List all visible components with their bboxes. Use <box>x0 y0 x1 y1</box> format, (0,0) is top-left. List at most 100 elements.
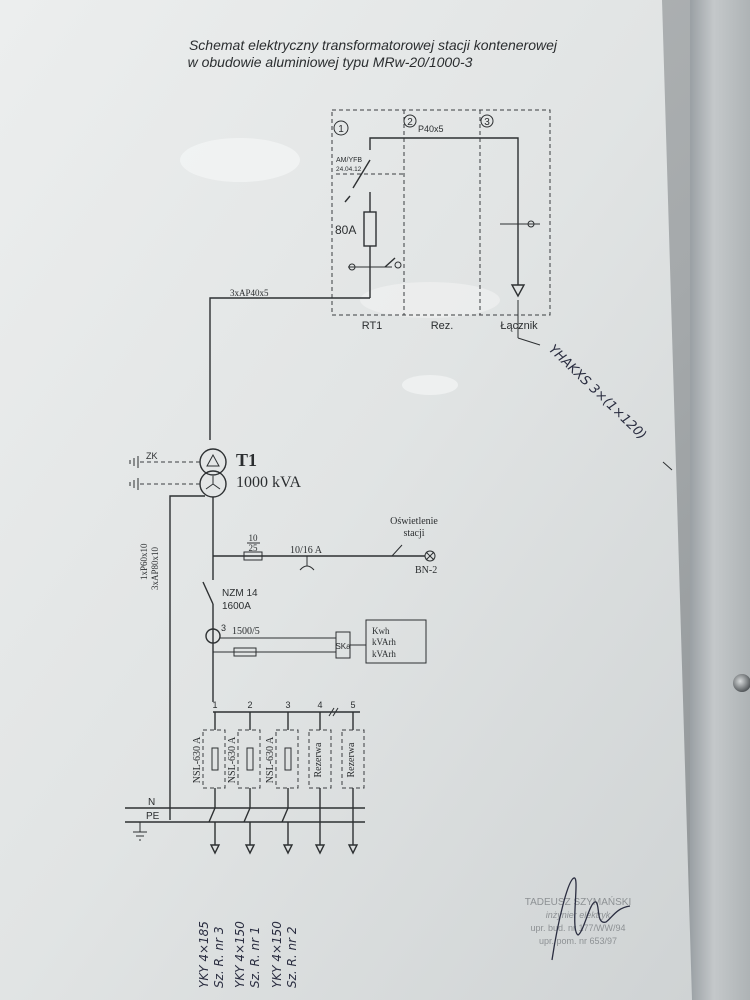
lighting-fuse <box>243 551 263 561</box>
feeder-device: Rezerwa <box>346 742 357 778</box>
feeder-device: NSL-630 A <box>227 736 238 783</box>
field-number-3: 3 <box>480 114 494 128</box>
paper-sheet <box>0 0 692 1000</box>
meter-kvarh-2: kVArh <box>372 649 396 659</box>
lighting-label-1: Oświetlenie <box>390 516 438 527</box>
feeder-device: NSL-630 A <box>265 736 276 783</box>
feeder-device: Rezerwa <box>313 742 324 778</box>
svg-text:YKY 4×150: YKY 4×150 <box>270 921 284 988</box>
pe-bar-label-2: 3xAP80x10 <box>150 546 160 590</box>
svg-text:Sz. R. nr 3: Sz. R. nr 3 <box>212 927 226 989</box>
feeder-2: 2 NSL-630 A <box>227 700 261 855</box>
mv-switchgear-frame <box>331 109 551 316</box>
svg-text:Sz. R. nr 1: Sz. R. nr 1 <box>248 927 262 989</box>
cable-label-1: YKY 4×185 Sz. R. nr 3 <box>197 921 226 988</box>
ground-icon <box>129 478 139 490</box>
field-number-1: 1 <box>333 120 349 136</box>
delta-symbol <box>206 453 220 467</box>
ska-label: SKa <box>335 642 351 651</box>
feeder-5: 5 Rezerwa <box>341 700 365 855</box>
glare <box>360 282 500 318</box>
feed-busbar-label: 3xAP40x5 <box>230 288 269 298</box>
cable-label-3: YKY 4×150 Sz. R. nr 2 <box>270 921 299 988</box>
feeder-number: 5 <box>350 700 355 710</box>
feeder-number: 2 <box>247 700 252 710</box>
main-breaker-blade <box>202 581 214 605</box>
star-symbol <box>205 483 214 490</box>
lighting-switch <box>391 544 403 557</box>
feeder-number: 3 <box>285 700 290 710</box>
feeder-1: 1 NSL-630 A <box>192 700 226 855</box>
voltage-indicator <box>348 263 356 271</box>
earthing-contact <box>344 195 351 203</box>
fraction-top: 10 <box>249 533 259 543</box>
field-label-rt1: RT1 <box>362 320 383 332</box>
earth-switch <box>384 257 396 268</box>
fuse-label: 80A <box>335 223 356 237</box>
mv-busbar <box>369 137 519 285</box>
transformer-feed <box>209 297 370 440</box>
engineer-stamp: TADEUSZ SZYMAŃSKI inżynier elektryk upr.… <box>525 895 632 946</box>
current-transformer <box>205 628 221 644</box>
title-line-2: w obudowie aluminiowej typu MRw-20/1000-… <box>188 54 473 70</box>
meter-box <box>365 619 427 664</box>
transformer-name: T1 <box>236 450 257 470</box>
svg-text:2: 2 <box>407 117 413 128</box>
feeder-number: 4 <box>317 700 322 710</box>
ct-count: 3 <box>221 623 226 633</box>
ground-icon <box>129 456 139 468</box>
lamp-icon <box>424 550 436 562</box>
svg-text:YKY 4×150: YKY 4×150 <box>233 921 247 988</box>
stamp-line-4: upr. pom. nr 653/97 <box>539 936 617 946</box>
feeder-3: 3 NSL-630 A <box>265 700 299 855</box>
stamp-name: TADEUSZ SZYMAŃSKI <box>525 895 632 908</box>
earth-switch-pivot <box>394 261 402 269</box>
field-number-2: 2 <box>403 114 417 128</box>
busbar-tick <box>328 707 335 717</box>
neutral-label: N <box>148 797 155 808</box>
screw-head <box>733 674 750 692</box>
switch-code: 24.04.12 <box>336 166 362 173</box>
field-label-rez: Rez. <box>431 320 454 332</box>
glare <box>402 375 458 395</box>
title-line-1: Schemat elektryczny transformatorowej st… <box>189 37 558 53</box>
lamp-label: BN-2 <box>415 565 437 576</box>
svg-text:1: 1 <box>338 124 344 135</box>
star-symbol <box>212 483 221 490</box>
svg-text:Sz. R. nr 2: Sz. R. nr 2 <box>285 927 299 989</box>
main-breaker-type: NZM 14 <box>222 588 258 599</box>
pe-bar-label-1: 1xP60x10 <box>139 543 149 580</box>
lighting-label-2: stacji <box>403 528 424 539</box>
fraction-bottom: 25 <box>249 543 259 553</box>
pe-conductor <box>169 495 205 820</box>
meter-kvarh-1: kVArh <box>372 637 396 647</box>
ct-ratio: 1500/5 <box>232 626 260 637</box>
switch-type: AM/YFB <box>336 157 362 164</box>
cable-leader <box>662 461 673 471</box>
feeder-4: 4 Rezerwa <box>308 700 332 855</box>
cable-label-2: YKY 4×150 Sz. R. nr 1 <box>233 921 262 988</box>
busbar-tick <box>332 707 339 717</box>
cable-leader <box>517 337 541 346</box>
voltage-indicator <box>527 220 535 228</box>
lighting-breaker: 10/16 A <box>290 545 323 556</box>
pe-label: PE <box>146 811 160 822</box>
svg-text:3: 3 <box>484 117 490 128</box>
disconnector-blade <box>352 159 371 189</box>
transformer-rating: 1000 kVA <box>236 474 301 491</box>
main-breaker-rating: 1600A <box>222 601 251 612</box>
ground-icon <box>133 822 147 841</box>
stamp-line-3: upr. bud. nr 177/WW/94 <box>530 923 625 933</box>
svg-text:YKY 4×185: YKY 4×185 <box>197 921 211 988</box>
busbar-label: P40x5 <box>418 124 444 134</box>
signature <box>551 877 631 961</box>
load-switch-arrow <box>510 284 526 298</box>
feeder-number: 1 <box>212 700 217 710</box>
earthing-zk-label: ZK <box>146 451 158 461</box>
field-label-lacznik: Łącznik <box>500 320 538 332</box>
meter-kwh: Kwh <box>372 626 390 636</box>
feeder-device: NSL-630 A <box>192 736 203 783</box>
voltage-fuse <box>233 647 257 657</box>
